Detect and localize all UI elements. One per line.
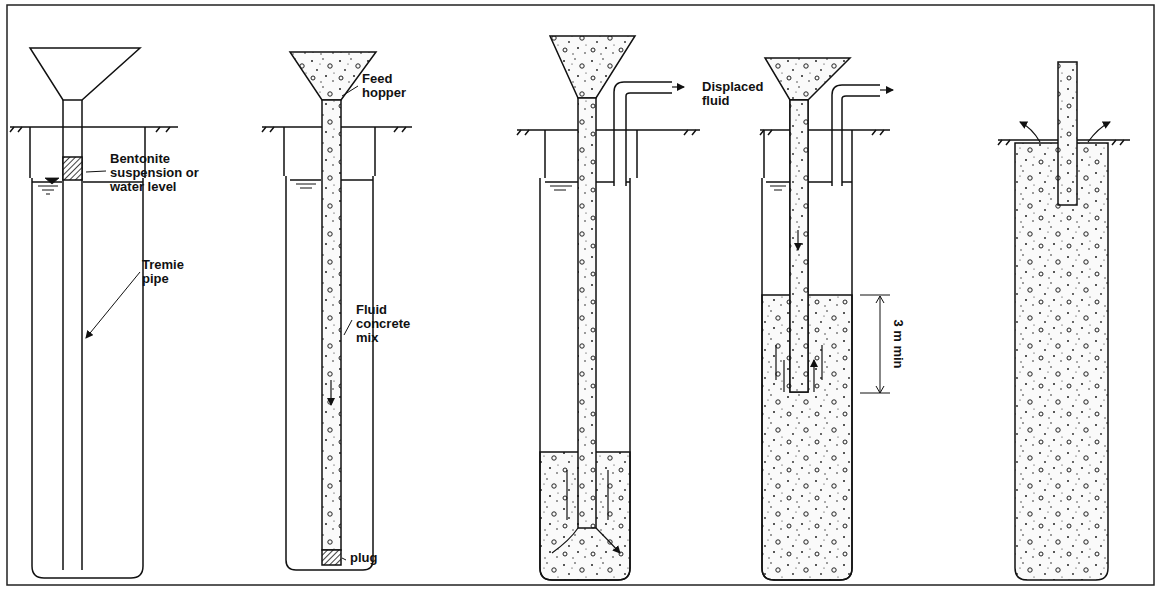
displaced-fluid-label: Displaced fluid: [702, 80, 792, 108]
concrete-mix-label: Fluid concrete mix: [356, 303, 426, 345]
feed-hopper-label: Feed hopper: [362, 72, 424, 100]
dimension-label: 3 m min: [891, 319, 905, 368]
water-level-label: Bentonite suspension or water level: [110, 152, 222, 194]
tremie-pipe-label: Tremie pipe: [142, 258, 202, 286]
plug-label: plug: [350, 551, 400, 565]
